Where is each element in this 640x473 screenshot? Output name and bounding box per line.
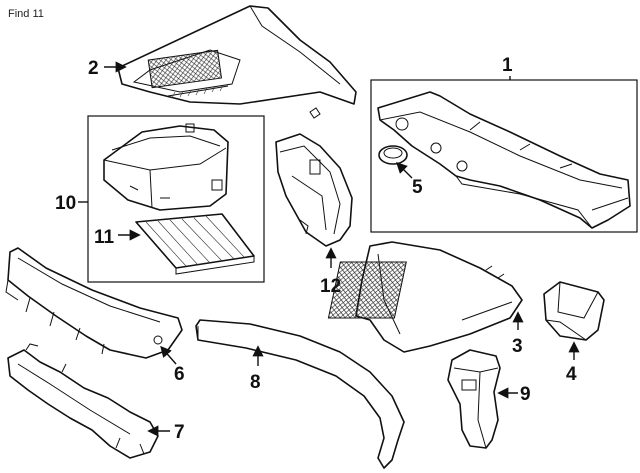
callout-6[interactable]: 6 (174, 364, 185, 385)
callout-3[interactable]: 3 (512, 336, 523, 357)
callout-8[interactable]: 8 (250, 372, 261, 393)
callout-11[interactable]: 11 (94, 227, 115, 248)
part-5-grommet[interactable] (378, 145, 408, 165)
part-9-vertical-duct[interactable] (447, 349, 501, 449)
callout-line-6 (160, 345, 177, 365)
part-7-bracket[interactable] (7, 343, 159, 459)
callout-4[interactable]: 4 (566, 364, 577, 385)
part-1-box (370, 79, 638, 233)
find-label[interactable]: Find 11 (8, 8, 44, 20)
part-4-duct-box[interactable] (543, 281, 605, 341)
callout-2[interactable]: 2 (88, 58, 99, 79)
part-6-side-cowl[interactable] (5, 247, 183, 359)
callout-10[interactable]: 10 (55, 193, 76, 214)
callout-line-5 (396, 162, 413, 179)
callout-7[interactable]: 7 (174, 422, 185, 443)
filter-housing-box (87, 115, 265, 283)
callout-9[interactable]: 9 (520, 384, 531, 405)
part-1-windshield-cowl[interactable] (377, 91, 631, 229)
part-2-cowl-cover[interactable] (117, 5, 357, 119)
part-11-cabin-air-filter[interactable] (135, 213, 255, 275)
callout-1[interactable]: 1 (502, 55, 513, 76)
part-12-air-duct[interactable] (275, 133, 353, 247)
part-10-filter-housing[interactable] (103, 123, 229, 211)
callout-5[interactable]: 5 (412, 177, 423, 198)
part-3-right-cowl[interactable] (327, 241, 523, 353)
part-8-seal-strip[interactable] (195, 319, 405, 469)
